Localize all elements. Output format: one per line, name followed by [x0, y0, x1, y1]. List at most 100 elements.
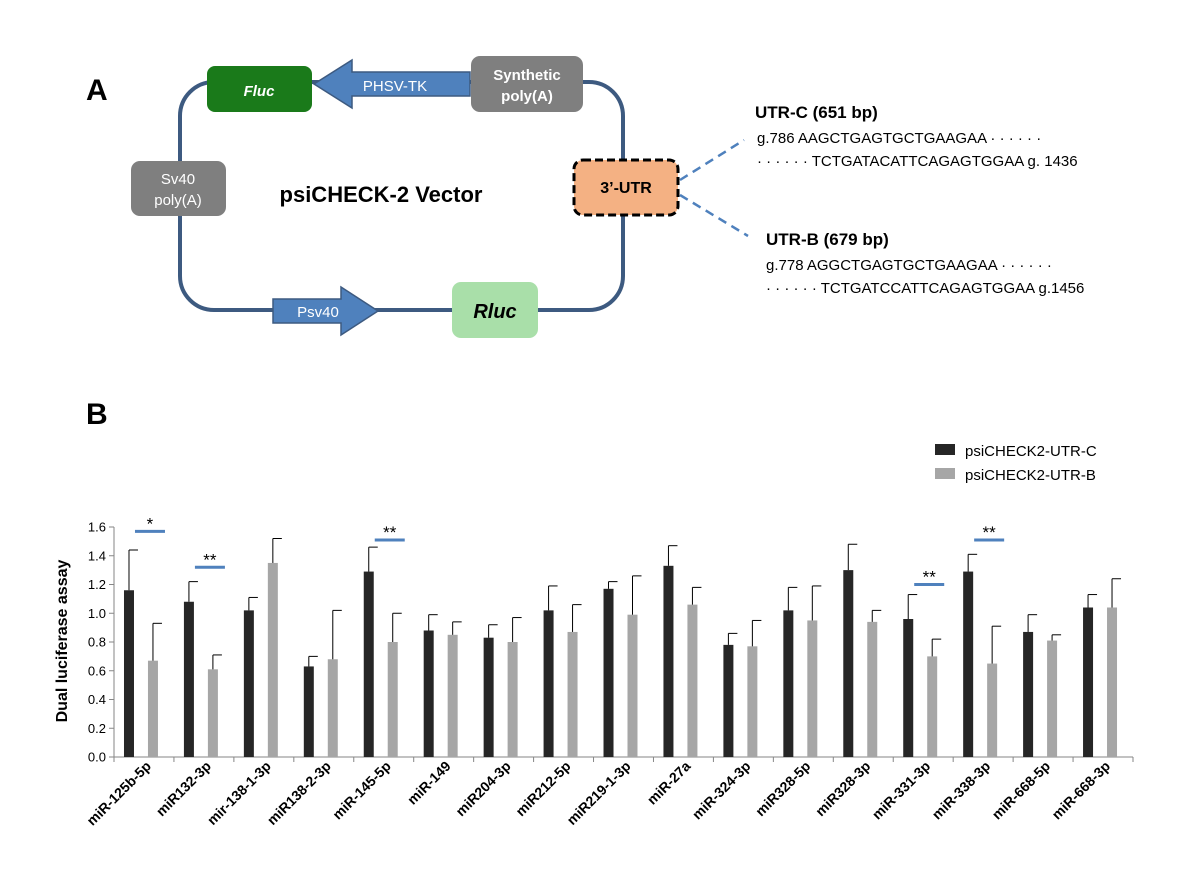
utr-b-seq-line1: g.778 AGGCTGAGTGCTGAAGAA · · · · · ·: [766, 257, 1052, 274]
bar-utr-c: [303, 666, 314, 757]
chart-bars: [123, 562, 1118, 757]
utr-b-seq-line2: · · · · · · TCTGATCCATTCAGAGTGGAA g.1456: [766, 280, 1084, 297]
bar-utr-c: [363, 571, 374, 757]
category-label: miR-338-3p: [929, 758, 994, 823]
significance-label: **: [203, 550, 217, 569]
bar-utr-b: [687, 604, 698, 757]
utr-box: [572, 158, 680, 217]
fluc-label: Fluc: [244, 83, 275, 100]
panel-a-letter: A: [86, 74, 108, 107]
bar-utr-c: [1083, 607, 1094, 757]
rluc-box: [452, 282, 538, 338]
synthetic-polya-line1: Synthetic: [493, 67, 561, 84]
legend: psiCHECK2-UTR-C psiCHECK2-UTR-B: [935, 443, 1097, 484]
y-tick-label: 0.6: [88, 663, 106, 678]
vector-title: psiCHECK-2 Vector: [280, 182, 483, 207]
utr-c-title: UTR-C (651 bp): [755, 103, 878, 122]
bar-utr-b: [1107, 607, 1118, 757]
sv40-polya-line2: poly(A): [154, 192, 202, 209]
legend-label-utr-c: psiCHECK2-UTR-C: [965, 443, 1097, 460]
bar-utr-c: [723, 644, 734, 757]
category-label: miR328-5p: [752, 758, 813, 819]
legend-swatch-utr-b: [935, 468, 955, 479]
phsv-tk-label: PHSV-TK: [363, 78, 427, 95]
legend-swatch-utr-c: [935, 444, 955, 455]
category-label: miR204-3p: [452, 758, 513, 819]
bar-utr-c: [543, 610, 554, 757]
category-label: miR-149: [404, 758, 454, 808]
utr-label: 3’-UTR: [600, 180, 652, 197]
bar-utr-c: [183, 601, 194, 757]
category-label: miR-668-5p: [989, 758, 1054, 823]
bar-utr-c: [243, 610, 254, 757]
bar-utr-b: [507, 642, 518, 757]
vector-diagram: Fluc PHSV-TK Synthetic poly(A) Sv40 poly…: [131, 56, 749, 338]
bar-utr-c: [903, 619, 914, 757]
bar-utr-c: [783, 610, 794, 757]
sv40-polya-line1: Sv40: [161, 171, 195, 188]
legend-label-utr-b: psiCHECK2-UTR-B: [965, 467, 1096, 484]
utr-c-connector: [679, 138, 745, 182]
category-label: miR-125b-5p: [83, 758, 154, 829]
bar-utr-c: [963, 571, 974, 757]
bar-utr-c: [843, 570, 854, 757]
y-tick-label: 1.0: [88, 606, 106, 621]
chart-y-tick-labels: 0.0 0.2 0.4 0.6 0.8 1.0 1.2 1.4 1.6: [88, 520, 106, 765]
bar-utr-b: [1047, 640, 1058, 757]
chart-category-labels: miR-125b-5pmiR132-3pmir-138-1-3pmiR138-2…: [83, 758, 1113, 829]
category-label: miR-668-3p: [1048, 758, 1113, 823]
category-label: miR-324-3p: [689, 758, 754, 823]
category-label: miR-27a: [644, 758, 694, 808]
y-tick-label: 0.0: [88, 750, 106, 765]
y-tick-label: 0.2: [88, 721, 106, 736]
rluc-label: Rluc: [473, 301, 516, 323]
bar-utr-b: [807, 620, 818, 757]
panel-b-letter: B: [86, 398, 108, 431]
bar-utr-b: [927, 656, 938, 757]
phsv-tk-arrow: [312, 58, 471, 110]
utr-c-seq-line2: · · · · · · TCTGATACATTCAGAGTGGAA g. 143…: [757, 153, 1078, 170]
significance-label: *: [147, 514, 154, 533]
bar-utr-b: [447, 634, 458, 757]
y-tick-label: 0.8: [88, 635, 106, 650]
bar-utr-c: [1023, 631, 1034, 757]
y-tick-label: 1.6: [88, 520, 106, 535]
psv40-label: Psv40: [297, 304, 339, 321]
utr-c-seq-line1: g.786 AAGCTGAGTGCTGAAGAA · · · · · ·: [757, 130, 1041, 147]
bar-utr-b: [627, 614, 638, 757]
y-tick-label: 1.2: [88, 577, 106, 592]
bar-utr-b: [867, 621, 878, 757]
synthetic-polya-line2: poly(A): [501, 88, 553, 105]
significance-label: **: [383, 523, 397, 542]
utr-b-title: UTR-B (679 bp): [766, 230, 889, 249]
significance-label: **: [983, 523, 997, 542]
fluc-box: [207, 66, 312, 112]
bar-utr-b: [987, 663, 998, 757]
category-label: miR212-5p: [512, 758, 573, 819]
bar-utr-b: [327, 659, 338, 757]
category-label: miR-145-5p: [329, 758, 394, 823]
bar-utr-b: [387, 642, 398, 757]
bar-utr-c: [663, 565, 674, 757]
chart-axes: [109, 526, 1134, 762]
utr-b-connector: [679, 193, 749, 238]
bar-utr-b: [567, 631, 578, 757]
category-label: miR219-1-3p: [563, 758, 633, 828]
chart-error-bars: [128, 538, 1122, 670]
y-tick-label: 1.4: [88, 548, 106, 563]
sv40-polya-box: [131, 161, 226, 216]
bar-utr-b: [147, 660, 158, 757]
bar-utr-c: [123, 590, 134, 757]
psv40-arrow: [272, 285, 380, 337]
category-label: miR328-3p: [812, 758, 873, 819]
chart-significance: *********: [134, 514, 1005, 587]
bar-utr-b: [267, 562, 278, 757]
significance-label: **: [923, 568, 937, 587]
bar-utr-c: [603, 588, 614, 757]
y-tick-label: 0.4: [88, 692, 106, 707]
synthetic-polya-box: [471, 56, 583, 112]
y-axis-title: Dual luciferase assay: [54, 560, 71, 723]
category-label: miR138-2-3p: [264, 758, 334, 828]
bar-utr-b: [207, 669, 218, 757]
